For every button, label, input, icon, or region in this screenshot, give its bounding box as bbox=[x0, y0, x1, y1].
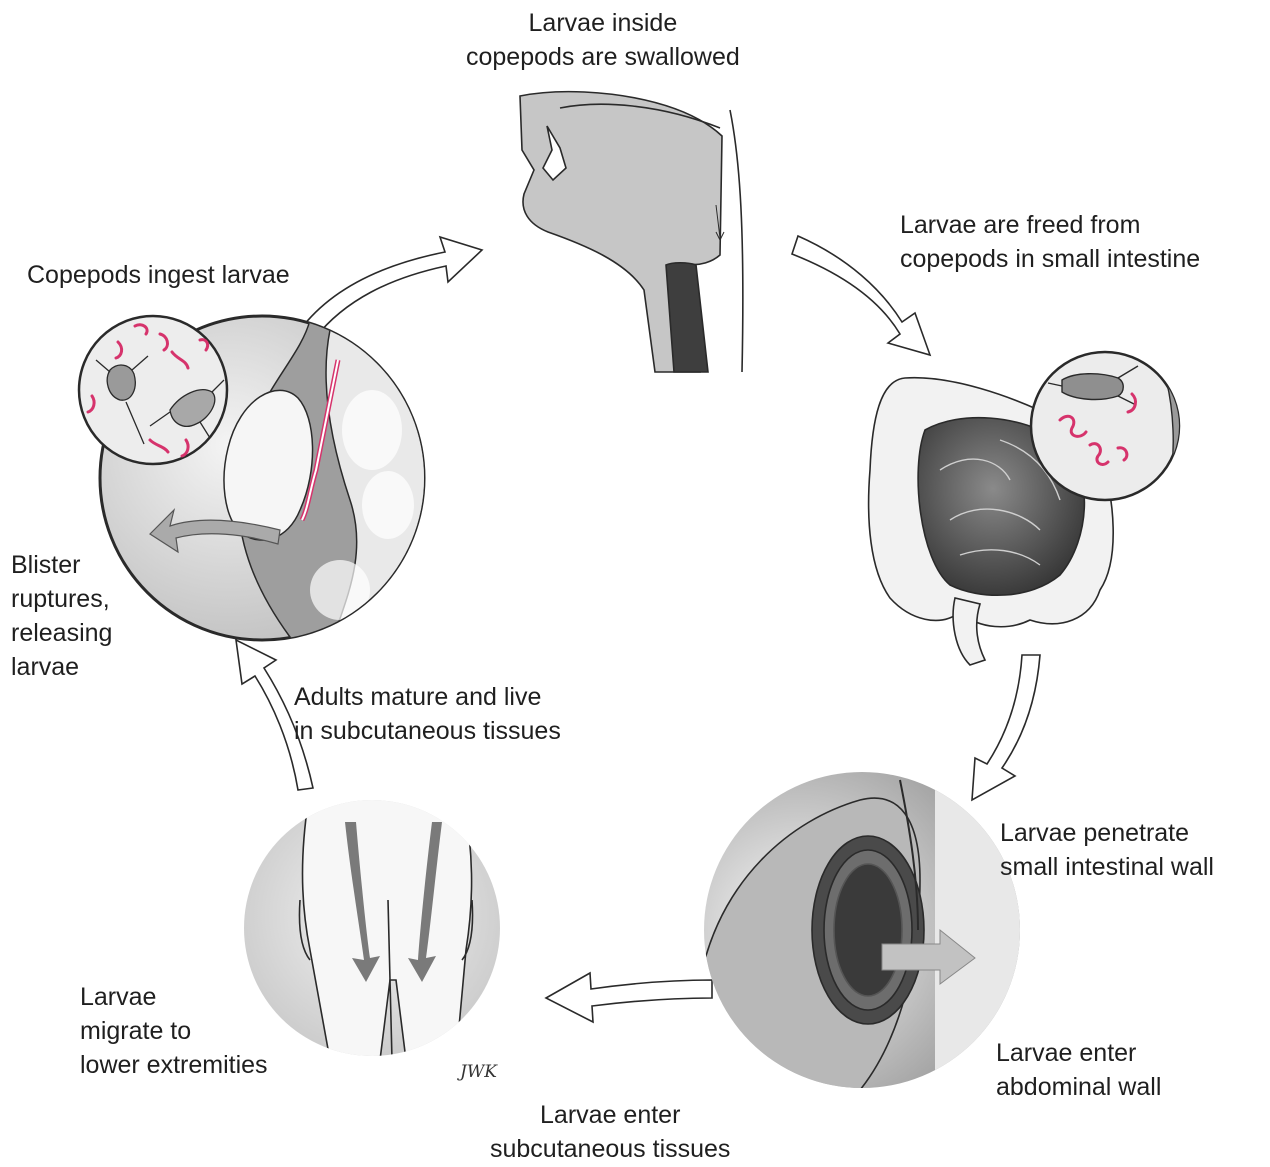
arrow-to-wall bbox=[972, 655, 1040, 800]
throat-illustration bbox=[520, 92, 743, 372]
label-ingest: Copepods ingest larvae bbox=[27, 258, 290, 292]
copepod-ingest-magnifier bbox=[79, 316, 227, 464]
label-swallowed: Larvae inside copepods are swallowed bbox=[466, 6, 740, 74]
label-freed: Larvae are freed from copepods in small … bbox=[900, 208, 1200, 276]
label-blister: Blister ruptures, releasing larvae bbox=[11, 548, 112, 684]
arrow-to-throat bbox=[300, 237, 482, 338]
copepod-release-magnifier bbox=[1031, 352, 1200, 500]
artist-signature: JWK bbox=[460, 1062, 497, 1082]
label-adults: Adults mature and live in subcutaneous t… bbox=[294, 680, 561, 748]
legs-illustration bbox=[244, 790, 500, 1060]
intestinal-wall-illustration bbox=[700, 772, 1022, 1090]
arrow-to-legs bbox=[546, 973, 712, 1022]
label-abdominal: Larvae enter abdominal wall bbox=[996, 1036, 1161, 1104]
label-penetrate: Larvae penetrate small intestinal wall bbox=[1000, 816, 1214, 884]
label-migrate: Larvae migrate to lower extremities bbox=[80, 980, 268, 1082]
label-subcutaneous-enter: Larvae enter subcutaneous tissues bbox=[490, 1098, 730, 1166]
